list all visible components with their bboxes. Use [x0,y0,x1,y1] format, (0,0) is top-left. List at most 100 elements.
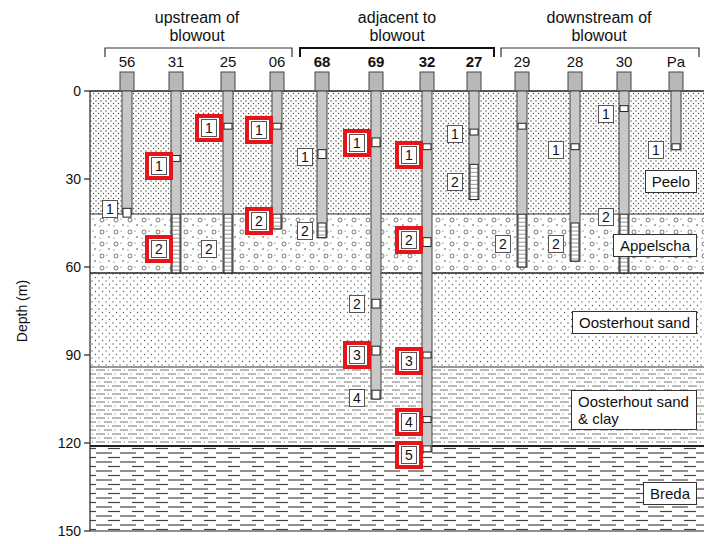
axis-title: Depth (m) [14,280,30,342]
screen-slot [620,230,628,231]
well-screen [172,156,180,162]
screen-slot [620,266,628,267]
screen-slot [172,230,180,231]
screen-slot [470,184,478,185]
well-cap [270,72,284,91]
group-heading: upstream of blowout [137,9,257,45]
screen-slot [518,250,526,251]
screen-slot [518,226,526,227]
well-name: 30 [616,53,633,70]
well-name: 56 [119,53,136,70]
screen-slot [470,188,478,189]
screen-slot [172,238,180,239]
well-screen [518,123,526,129]
screen-slot [470,192,478,193]
callout-number: 3 [349,346,365,364]
tick-label: 0 [73,83,81,99]
screen-slot [224,230,232,231]
screen-slot [172,246,180,247]
well-name: 25 [220,53,237,70]
screen-slot [172,254,180,255]
well-cap [515,72,529,91]
callout-number: 2 [349,295,365,313]
screen-slot [172,270,180,271]
well-name: 06 [269,53,286,70]
callout-number: 1 [648,141,664,159]
well-screen [423,446,431,452]
screen-slot [518,230,526,231]
well-screen [423,238,431,247]
bottom-line [90,530,704,531]
tick-label: 120 [58,435,81,451]
tick-label: 150 [58,523,81,539]
callout-number: 1 [447,125,463,143]
screen-slot [571,239,579,240]
tick-label: 30 [65,171,81,187]
well-screen [318,150,326,159]
callout-number: 1 [151,157,167,175]
well-screen [571,223,579,261]
well-cap [467,72,481,91]
callout-number: 4 [401,413,417,431]
screen-slot [172,266,180,267]
screen-slot [224,226,232,227]
well-screen [470,129,478,135]
well-screen [518,214,526,267]
screen-slot [518,242,526,243]
well-cap [315,72,329,91]
screen-slot [518,238,526,239]
screen-slot [470,176,478,177]
screen-slot [172,262,180,263]
well-screen [318,223,326,238]
well-casing [223,91,233,273]
screen-slot [470,180,478,181]
screen-slot [620,258,628,259]
screen-slot [518,246,526,247]
screen-slot [172,258,180,259]
well-screen [224,214,232,273]
screen-slot [224,218,232,219]
screen-slot [224,254,232,255]
screen-slot [224,262,232,263]
screen-slot [172,250,180,251]
screen-slot [571,259,579,260]
screen-slot [620,218,628,219]
screen-slot [172,242,180,243]
screen-slot [172,218,180,219]
callout-number: 1 [401,146,417,164]
layer-name-box: Peelo [645,170,697,193]
screen-slot [571,231,579,232]
well-casing [671,91,681,150]
well-cap [669,72,683,91]
callout-number: 1 [598,105,614,123]
layer-name: Oosterhout sand & clay [578,393,690,427]
layer-name: Appelscha [620,237,690,254]
screen-slot [224,242,232,243]
layer-name-box: Oosterhout sand [572,311,697,334]
screen-slot [172,222,180,223]
screen-slot [620,270,628,271]
screen-slot [224,258,232,259]
well-screen [123,208,131,217]
well-screen [620,106,628,112]
callout-number: 2 [151,240,167,258]
callout-number: 1 [548,141,564,159]
well-name: 31 [168,53,185,70]
layer-name: Breda [650,485,690,502]
screen-slot [620,226,628,227]
callout-number: 1 [251,121,267,139]
screen-slot [172,226,180,227]
depth-axis [89,91,90,531]
well-name: 68 [314,53,331,70]
callout-number: 1 [297,148,313,166]
screen-slot [620,222,628,223]
callout-number: 2 [297,222,313,240]
screen-slot [224,222,232,223]
callout-number: 4 [349,389,365,407]
callout-number: 2 [251,212,267,230]
screen-slot [571,235,579,236]
screen-slot [224,270,232,271]
well-screen [372,299,380,308]
well-screen [372,346,380,355]
